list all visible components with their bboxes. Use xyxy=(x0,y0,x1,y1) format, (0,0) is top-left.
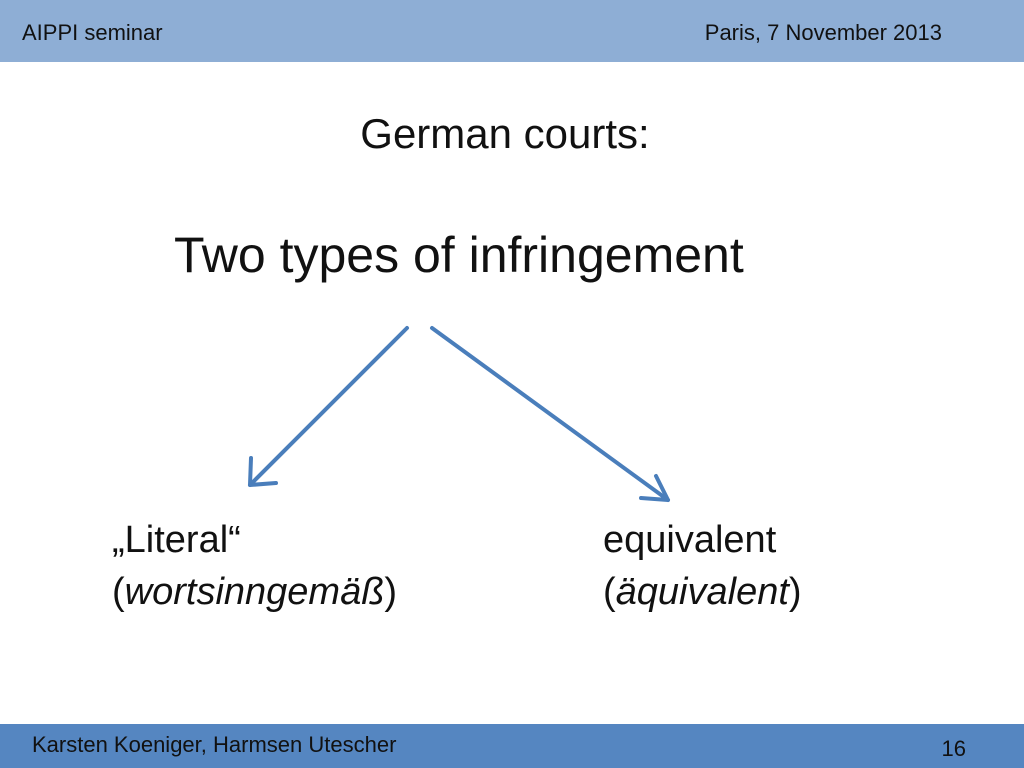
slide-number: 16 xyxy=(941,736,966,761)
literal-label: „Literal“ xyxy=(112,519,241,561)
header-date-location: Paris, 7 November 2013 xyxy=(704,20,942,45)
literal-infringement-label: „Literal“ (wortsinngemäß) xyxy=(112,514,397,618)
arrow-to-literal xyxy=(248,326,409,487)
footer-authors: Karsten Koeniger, Harmsen Utescher xyxy=(32,732,397,757)
header-seminar-label: AIPPI seminar xyxy=(22,20,163,45)
slide-title: Two types of infringement xyxy=(174,227,744,283)
arrow-to-equivalent xyxy=(430,326,670,502)
equivalent-infringement-label: equivalent (äquivalent) xyxy=(603,514,802,618)
equivalent-german-term: (äquivalent) xyxy=(603,571,802,613)
literal-german-term: (wortsinngemäß) xyxy=(112,571,398,613)
header-bar: AIPPI seminar Paris, 7 November 2013 xyxy=(0,0,1024,62)
slide-subtitle: German courts: xyxy=(360,110,650,157)
footer-bar: Karsten Koeniger, Harmsen Utescher 16 xyxy=(0,724,1024,768)
equivalent-label: equivalent xyxy=(603,519,777,561)
